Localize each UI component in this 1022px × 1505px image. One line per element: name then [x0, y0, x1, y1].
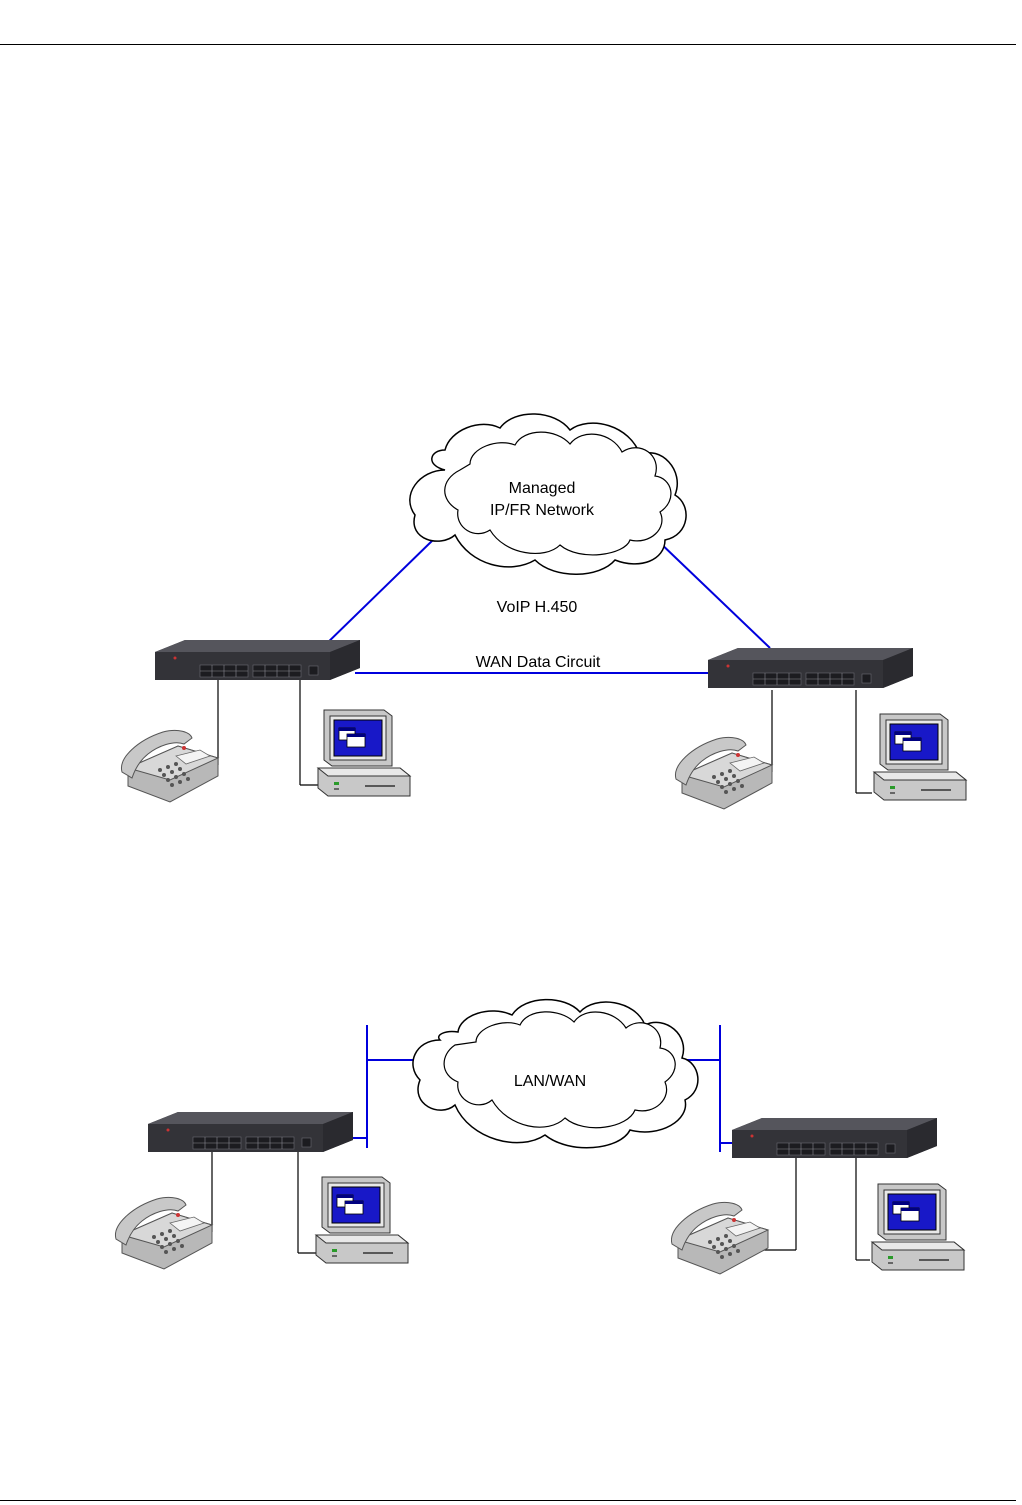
cloud-label-line1: Managed [509, 480, 576, 497]
phone-left [121, 730, 218, 802]
wan-label: WAN Data Circuit [476, 654, 601, 671]
lan-wan-cloud: LAN/WAN [413, 1000, 698, 1148]
diagram-2: LAN/WAN [115, 1000, 964, 1274]
phone-left-2 [115, 1197, 212, 1269]
voip-label: VoIP H.450 [497, 599, 578, 616]
router-left [155, 640, 360, 680]
router-right-2 [732, 1118, 937, 1158]
lan-wan-label: LAN/WAN [514, 1073, 586, 1090]
pc-right [874, 714, 966, 800]
voip-link-right [655, 538, 770, 648]
pc-right-2 [872, 1184, 964, 1270]
phone-right [675, 737, 772, 809]
router-left-2 [148, 1112, 353, 1152]
pc-left [318, 710, 410, 796]
cloud-label-line2: IP/FR Network [490, 502, 595, 519]
pc-left-2 [316, 1177, 408, 1263]
diagram-1: Managed IP/FR Network VoIP H.450 WAN Dat… [121, 414, 966, 809]
managed-network-cloud: Managed IP/FR Network [410, 414, 686, 574]
router-right [708, 648, 913, 688]
voip-link-left [320, 538, 435, 650]
phone-right-2 [671, 1202, 768, 1274]
